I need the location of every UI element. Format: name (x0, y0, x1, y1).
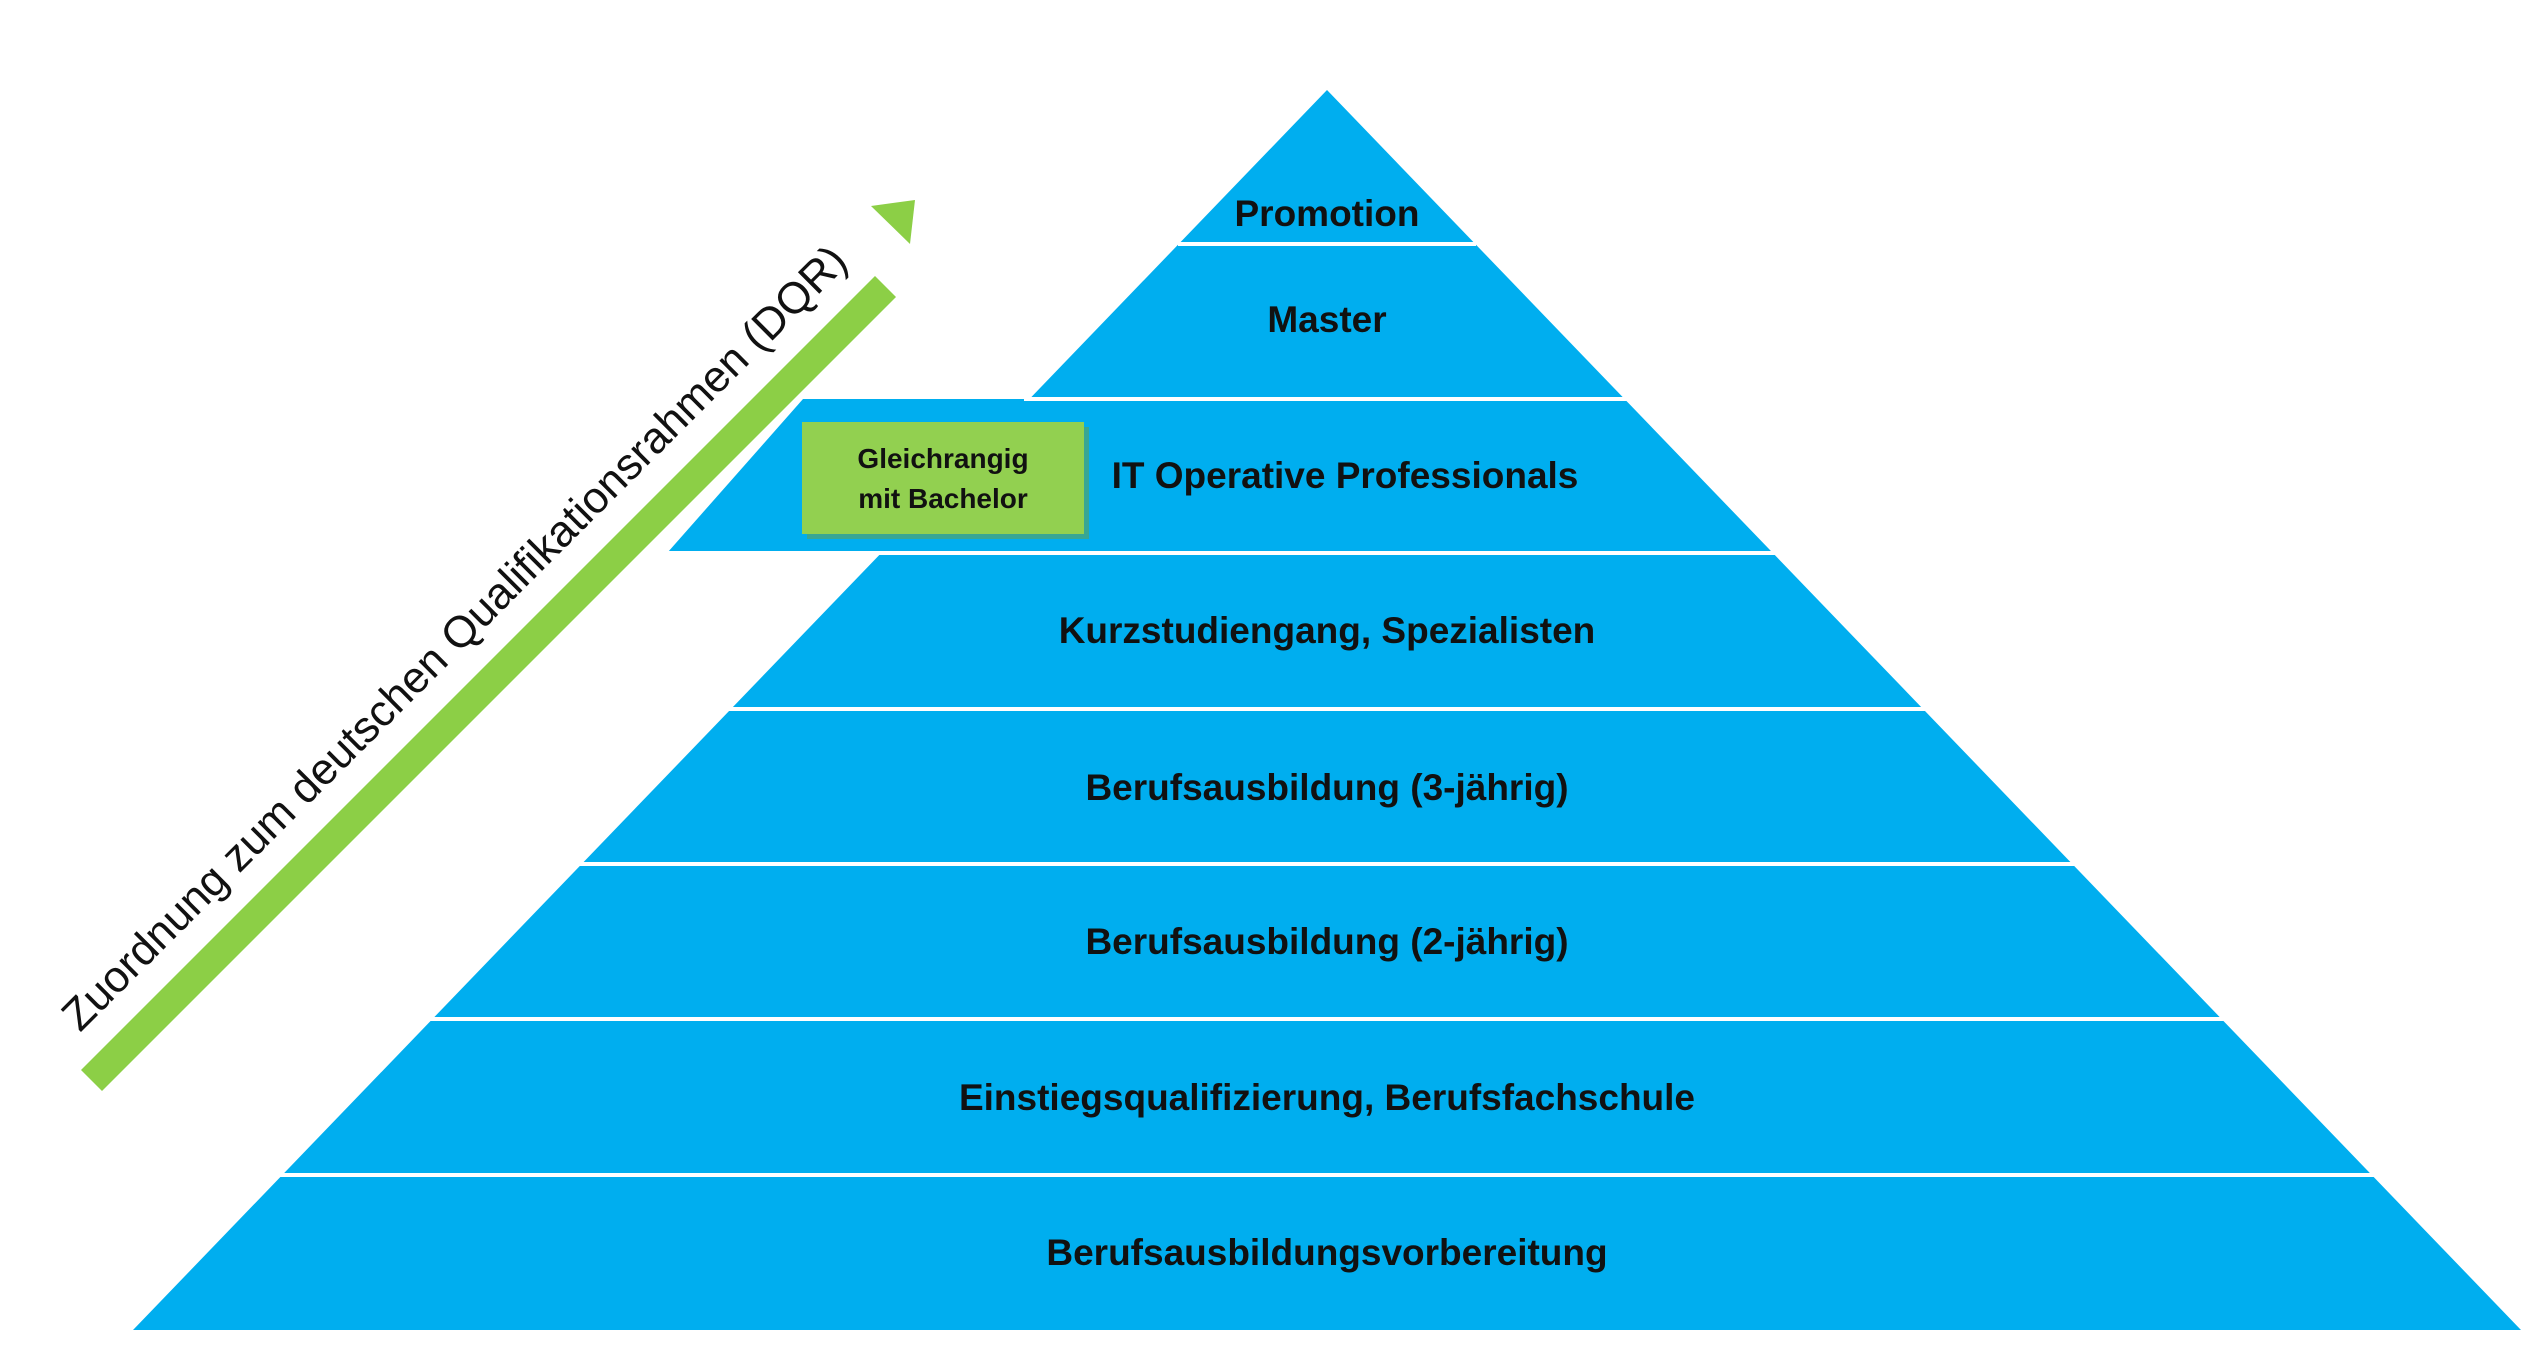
level-it-operative-professionals: IT Operative Professionals (1112, 455, 1579, 496)
badge-line-2: mit Bachelor (858, 483, 1028, 514)
level-einstiegsqualifizierung: Einstiegsqualifizierung, Berufsfachschul… (959, 1077, 1695, 1118)
equivalence-badge (802, 422, 1084, 534)
level-master: Master (1267, 299, 1386, 340)
level-kurzstudiengang: Kurzstudiengang, Spezialisten (1059, 610, 1596, 651)
arrow-head (871, 200, 915, 244)
pyramid-dividers (270, 242, 2384, 1177)
level-promotion: Promotion (1235, 193, 1420, 234)
badge-line-1: Gleichrangig (857, 443, 1028, 474)
level-berufsausbildung-2: Berufsausbildung (2-jährig) (1085, 921, 1568, 962)
level-berufsausbildungsvorbereitung: Berufsausbildungsvorbereitung (1046, 1232, 1607, 1273)
arrow-shaft (81, 276, 896, 1091)
dqr-arrow (81, 200, 915, 1091)
level-berufsausbildung-3: Berufsausbildung (3-jährig) (1085, 767, 1568, 808)
